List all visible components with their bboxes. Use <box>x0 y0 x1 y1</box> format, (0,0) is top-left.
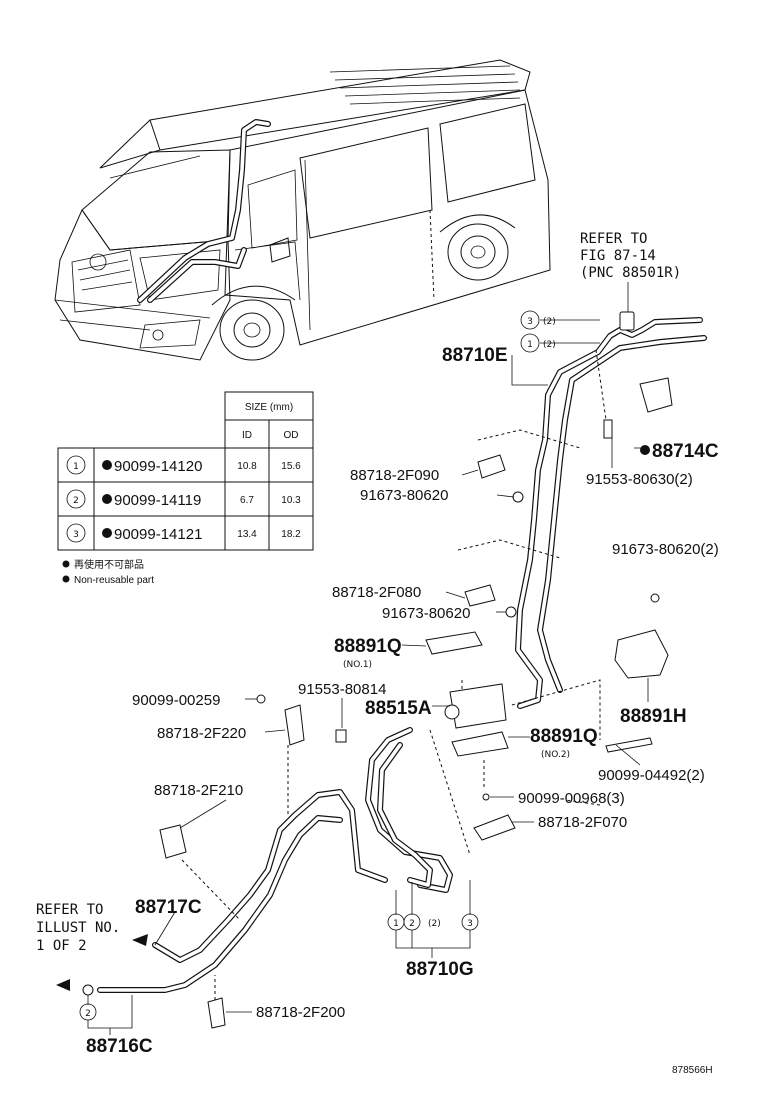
row-part: 90099-14121 <box>114 526 202 543</box>
row-id: 13.4 <box>237 529 257 540</box>
callout-b2: 2 <box>409 919 415 929</box>
callout-left-2: 2 <box>85 1009 91 1019</box>
refer-top-line2: FIG 87-14 <box>580 248 656 264</box>
label-88716C: 88716C <box>86 1036 153 1057</box>
table-size-header: SIZE (mm) <box>245 402 293 413</box>
refer-left-line2: ILLUST NO. <box>36 920 120 936</box>
figure-code: 878566H <box>672 1065 713 1076</box>
label-90099-00259: 90099-00259 <box>132 692 220 709</box>
label-88710G: 88710G <box>406 959 474 980</box>
note-jp: 再使用不可部品 <box>74 558 144 571</box>
pipe-88710G <box>365 727 453 893</box>
label-88891Q-no1: 88891Q <box>334 636 402 657</box>
label-88718-2F070: 88718-2F070 <box>538 814 627 831</box>
label-88718-2F220: 88718-2F220 <box>157 725 246 742</box>
label-90099-00968: 90099-00968(3) <box>518 790 625 807</box>
label-90099-04492: 90099-04492(2) <box>598 767 705 784</box>
callout-1-top-qty: (2) <box>543 340 556 350</box>
label-88710E: 88710E <box>442 345 508 366</box>
refer-top-line3: (PNC 88501R) <box>580 265 681 281</box>
row-od: 10.3 <box>281 495 301 506</box>
label-88718-2F200: 88718-2F200 <box>256 1004 345 1021</box>
guide-lines <box>181 349 607 1000</box>
table-col-id: ID <box>242 430 252 441</box>
row-num: 1 <box>73 462 79 472</box>
note-en: Non-reusable part <box>74 575 154 586</box>
label-88718-2F210: 88718-2F210 <box>154 782 243 799</box>
table-row: 3 90099-14121 13.4 18.2 <box>57 515 314 551</box>
label-no1: (NO.1) <box>343 660 372 670</box>
label-88718-2F080: 88718-2F080 <box>332 584 421 601</box>
callout-b3: 3 <box>467 919 473 929</box>
row-id: 6.7 <box>240 495 254 506</box>
callout-b2-qty: (2) <box>428 919 441 929</box>
label-88891Q-no2: 88891Q <box>530 726 598 747</box>
label-91553-80814: 91553-80814 <box>298 681 386 698</box>
label-88717C: 88717C <box>135 897 202 918</box>
callout-1-top: 1 <box>527 340 533 350</box>
refer-left-line1: REFER TO <box>36 902 103 918</box>
refer-left-line3: 1 OF 2 <box>36 938 87 954</box>
label-no2: (NO.2) <box>541 750 570 760</box>
label-88891H: 88891H <box>620 706 687 727</box>
table-col-od: OD <box>284 430 299 441</box>
hose-size-table: SIZE (mm) ID OD 1 90099-14120 10.8 15.6 … <box>57 391 314 586</box>
callouts: 3 (2) 1 (2) 1 2 (2) 3 2 <box>79 310 556 1021</box>
refer-top-line1: REFER TO <box>580 231 647 247</box>
parts-shapes <box>56 311 673 1029</box>
row-od: 18.2 <box>281 529 301 540</box>
row-part: 90099-14119 <box>114 492 201 509</box>
van-illustration <box>54 59 551 361</box>
label-88718-2F090: 88718-2F090 <box>350 467 439 484</box>
row-part: 90099-14120 <box>114 458 202 475</box>
row-num: 2 <box>73 496 79 506</box>
callout-3-top-qty: (2) <box>543 317 556 327</box>
table-row: 2 90099-14119 6.7 10.3 <box>57 481 314 517</box>
label-88515A: 88515A <box>365 698 432 719</box>
label-91673-80620-2: 91673-80620(2) <box>612 541 719 558</box>
callout-3-top: 3 <box>527 317 533 327</box>
label-91553-80630: 91553-80630(2) <box>586 471 693 488</box>
pipe-88710E <box>515 317 707 709</box>
label-91673-80620-b: 91673-80620 <box>382 605 470 622</box>
row-id: 10.8 <box>237 461 257 472</box>
label-91673-80620-a: 91673-80620 <box>360 487 448 504</box>
callout-b1: 1 <box>393 919 399 929</box>
pipe-88717C <box>97 789 388 993</box>
refer-left: REFER TO ILLUST NO. 1 OF 2 <box>36 902 120 954</box>
table-row: 1 90099-14120 10.8 15.6 <box>57 447 314 483</box>
row-num: 3 <box>73 530 79 540</box>
label-88714C: 88714C <box>652 441 719 462</box>
row-od: 15.6 <box>281 461 301 472</box>
part-labels: 88710E 88714C 91553-80630(2) 88718-2F090… <box>86 345 719 1076</box>
refer-top: REFER TO FIG 87-14 (PNC 88501R) <box>580 231 681 312</box>
